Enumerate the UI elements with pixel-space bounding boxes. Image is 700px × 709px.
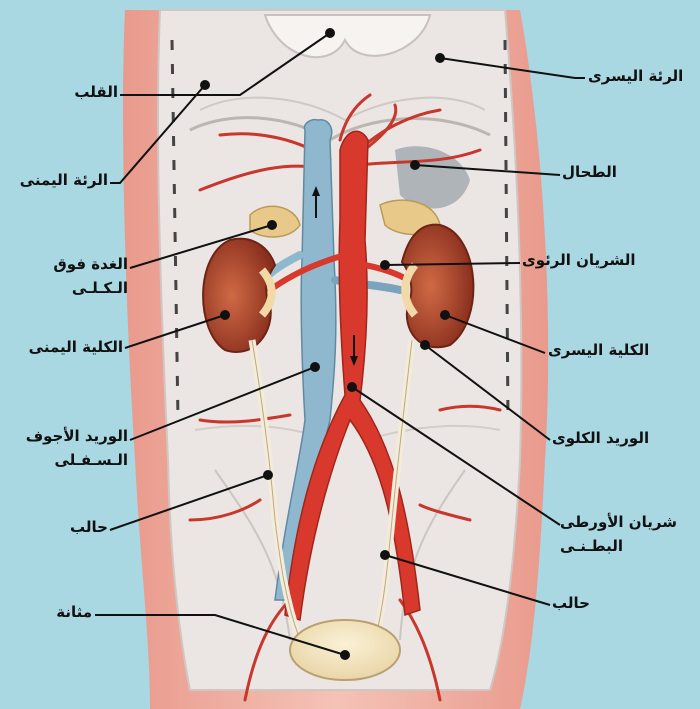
label-adrenal-line1: الغدة فوق <box>0 256 128 273</box>
right-kidney-shape <box>203 239 275 352</box>
label-ureter-left: حالب <box>0 519 108 536</box>
label-aorta-line1: شريان الأورطى <box>560 514 698 531</box>
label-renal-vein: الوريد الكلوى <box>552 430 698 447</box>
label-ureter-right: حالب <box>552 595 652 612</box>
label-adrenal-line2: الـكـلـى <box>0 280 128 297</box>
label-spleen: الطحال <box>562 164 682 181</box>
label-bladder: مثانة <box>0 604 92 621</box>
label-left-lung: الرئة اليسرى <box>588 68 698 85</box>
label-renal-artery: الشريان الرئوى <box>522 252 697 269</box>
label-right-kidney: الكلية اليمنى <box>0 339 123 356</box>
label-heart: القلب <box>22 84 118 101</box>
left-kidney-shape <box>402 225 473 348</box>
label-aorta-line2: البطـنـى <box>560 538 698 555</box>
label-ivc-line2: الـسـفـلى <box>0 452 128 469</box>
label-right-lung: الرئة اليمنى <box>0 172 108 189</box>
label-left-kidney: الكلية اليسرى <box>548 342 698 359</box>
label-ivc-line1: الوريد الأجوف <box>0 428 128 445</box>
body-cavity <box>158 10 521 690</box>
